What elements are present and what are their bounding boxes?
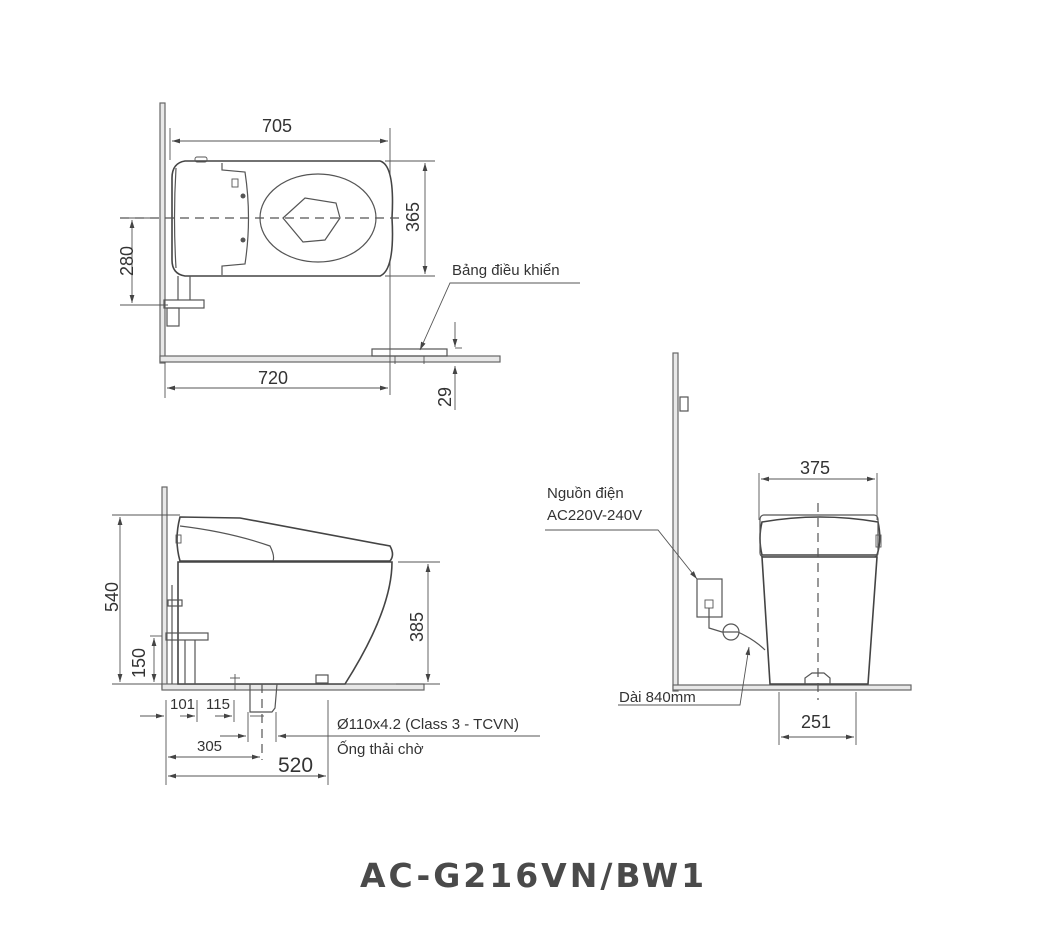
dim-top-offset: 280 [117,245,138,277]
dim-520: 520 [278,754,314,777]
floor [159,355,501,363]
toilet-front-lid [759,516,881,556]
dim-115: 115 [206,696,230,713]
wall [672,352,679,692]
toilet-side-body [177,561,393,685]
label-power-voltage: AC220V-240V [547,507,643,524]
label-cable-length: Dài 840mm [619,689,696,706]
label-pipe-spec: Ø110x4.2 (Class 3 - TCVN) [337,716,519,733]
wall [161,486,168,690]
dim-top-length: 705 [262,116,293,136]
dim-inlet-height: 150 [129,647,150,679]
dim-panel-height: 29 [435,386,456,408]
control-panel-shape [371,348,448,357]
side-view [112,486,540,785]
top-view [120,102,580,410]
dim-top-width: 365 [403,201,424,233]
toilet-side-lid [176,516,394,562]
label-power-source: Nguồn điện [547,485,624,502]
wall [159,102,166,364]
toilet-front-body [761,556,878,685]
floor [672,684,912,691]
dim-total-height: 540 [102,581,123,613]
model-title: AC-G216VN/BW1 [360,856,708,895]
floor [161,683,425,691]
label-pipe-name: Ống thải chờ [337,741,424,758]
front-view [545,352,912,745]
dim-front-base: 251 [801,712,832,732]
dim-front-width: 375 [800,458,831,478]
dim-101: 101 [170,696,196,713]
toilet-top-outline [171,160,394,277]
dim-305: 305 [197,738,223,755]
label-control-panel: Bảng điều khiển [452,262,560,279]
dim-top-length-floor: 720 [258,368,289,388]
dim-seat-height: 385 [407,611,428,643]
